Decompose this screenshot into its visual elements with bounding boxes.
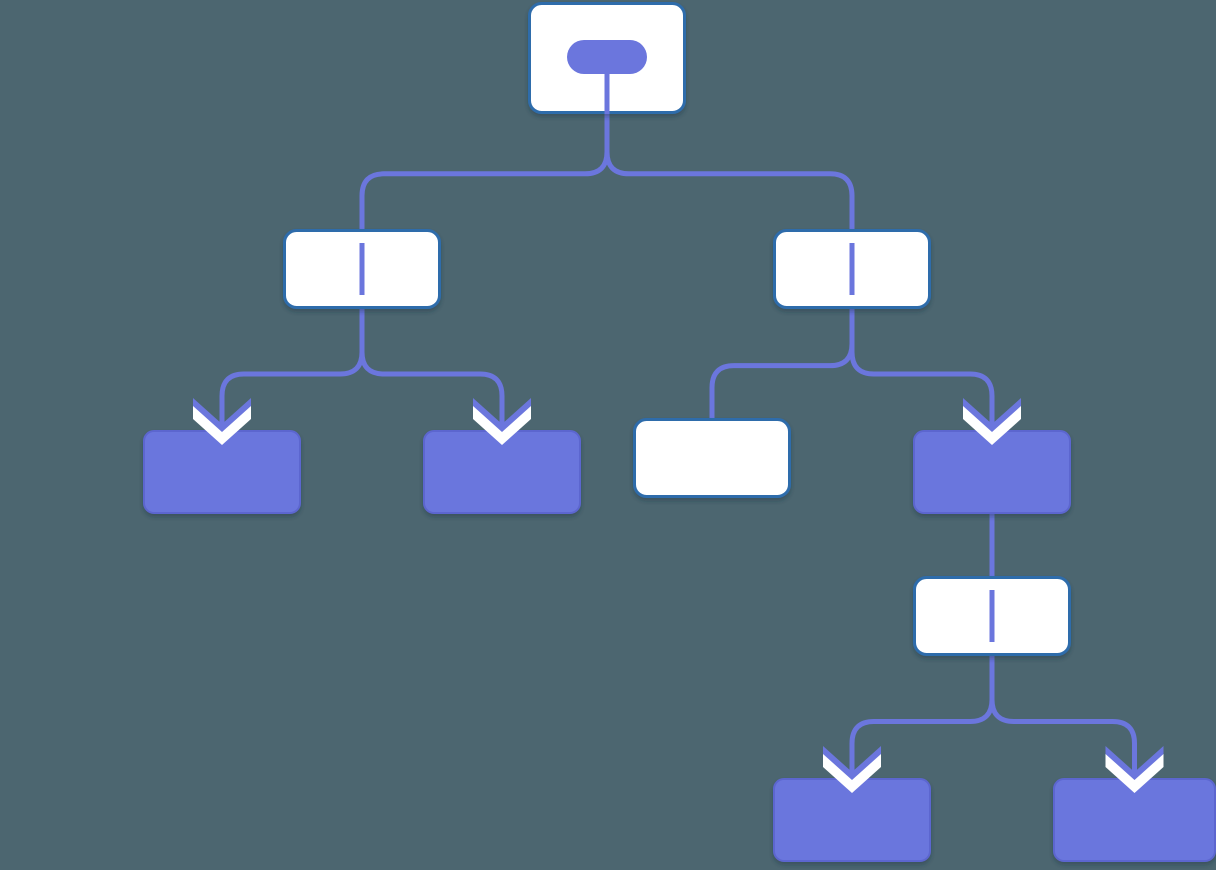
root-node[interactable] bbox=[530, 4, 685, 115]
branch-node-e[interactable] bbox=[915, 578, 1070, 655]
leaf-node-c[interactable] bbox=[635, 420, 790, 497]
branch-node-left[interactable] bbox=[285, 231, 440, 308]
leaf-node-c-body[interactable] bbox=[635, 420, 790, 497]
root-node-pill-icon bbox=[567, 40, 647, 74]
connector-root-to-branch-left bbox=[362, 114, 607, 229]
node-layer bbox=[144, 4, 1215, 862]
connector-root-to-branch-right bbox=[607, 114, 852, 229]
connector-branch-right-to-leaf-c bbox=[712, 309, 852, 418]
branch-node-right[interactable] bbox=[775, 231, 930, 308]
root-node-pill-stem bbox=[605, 72, 610, 114]
